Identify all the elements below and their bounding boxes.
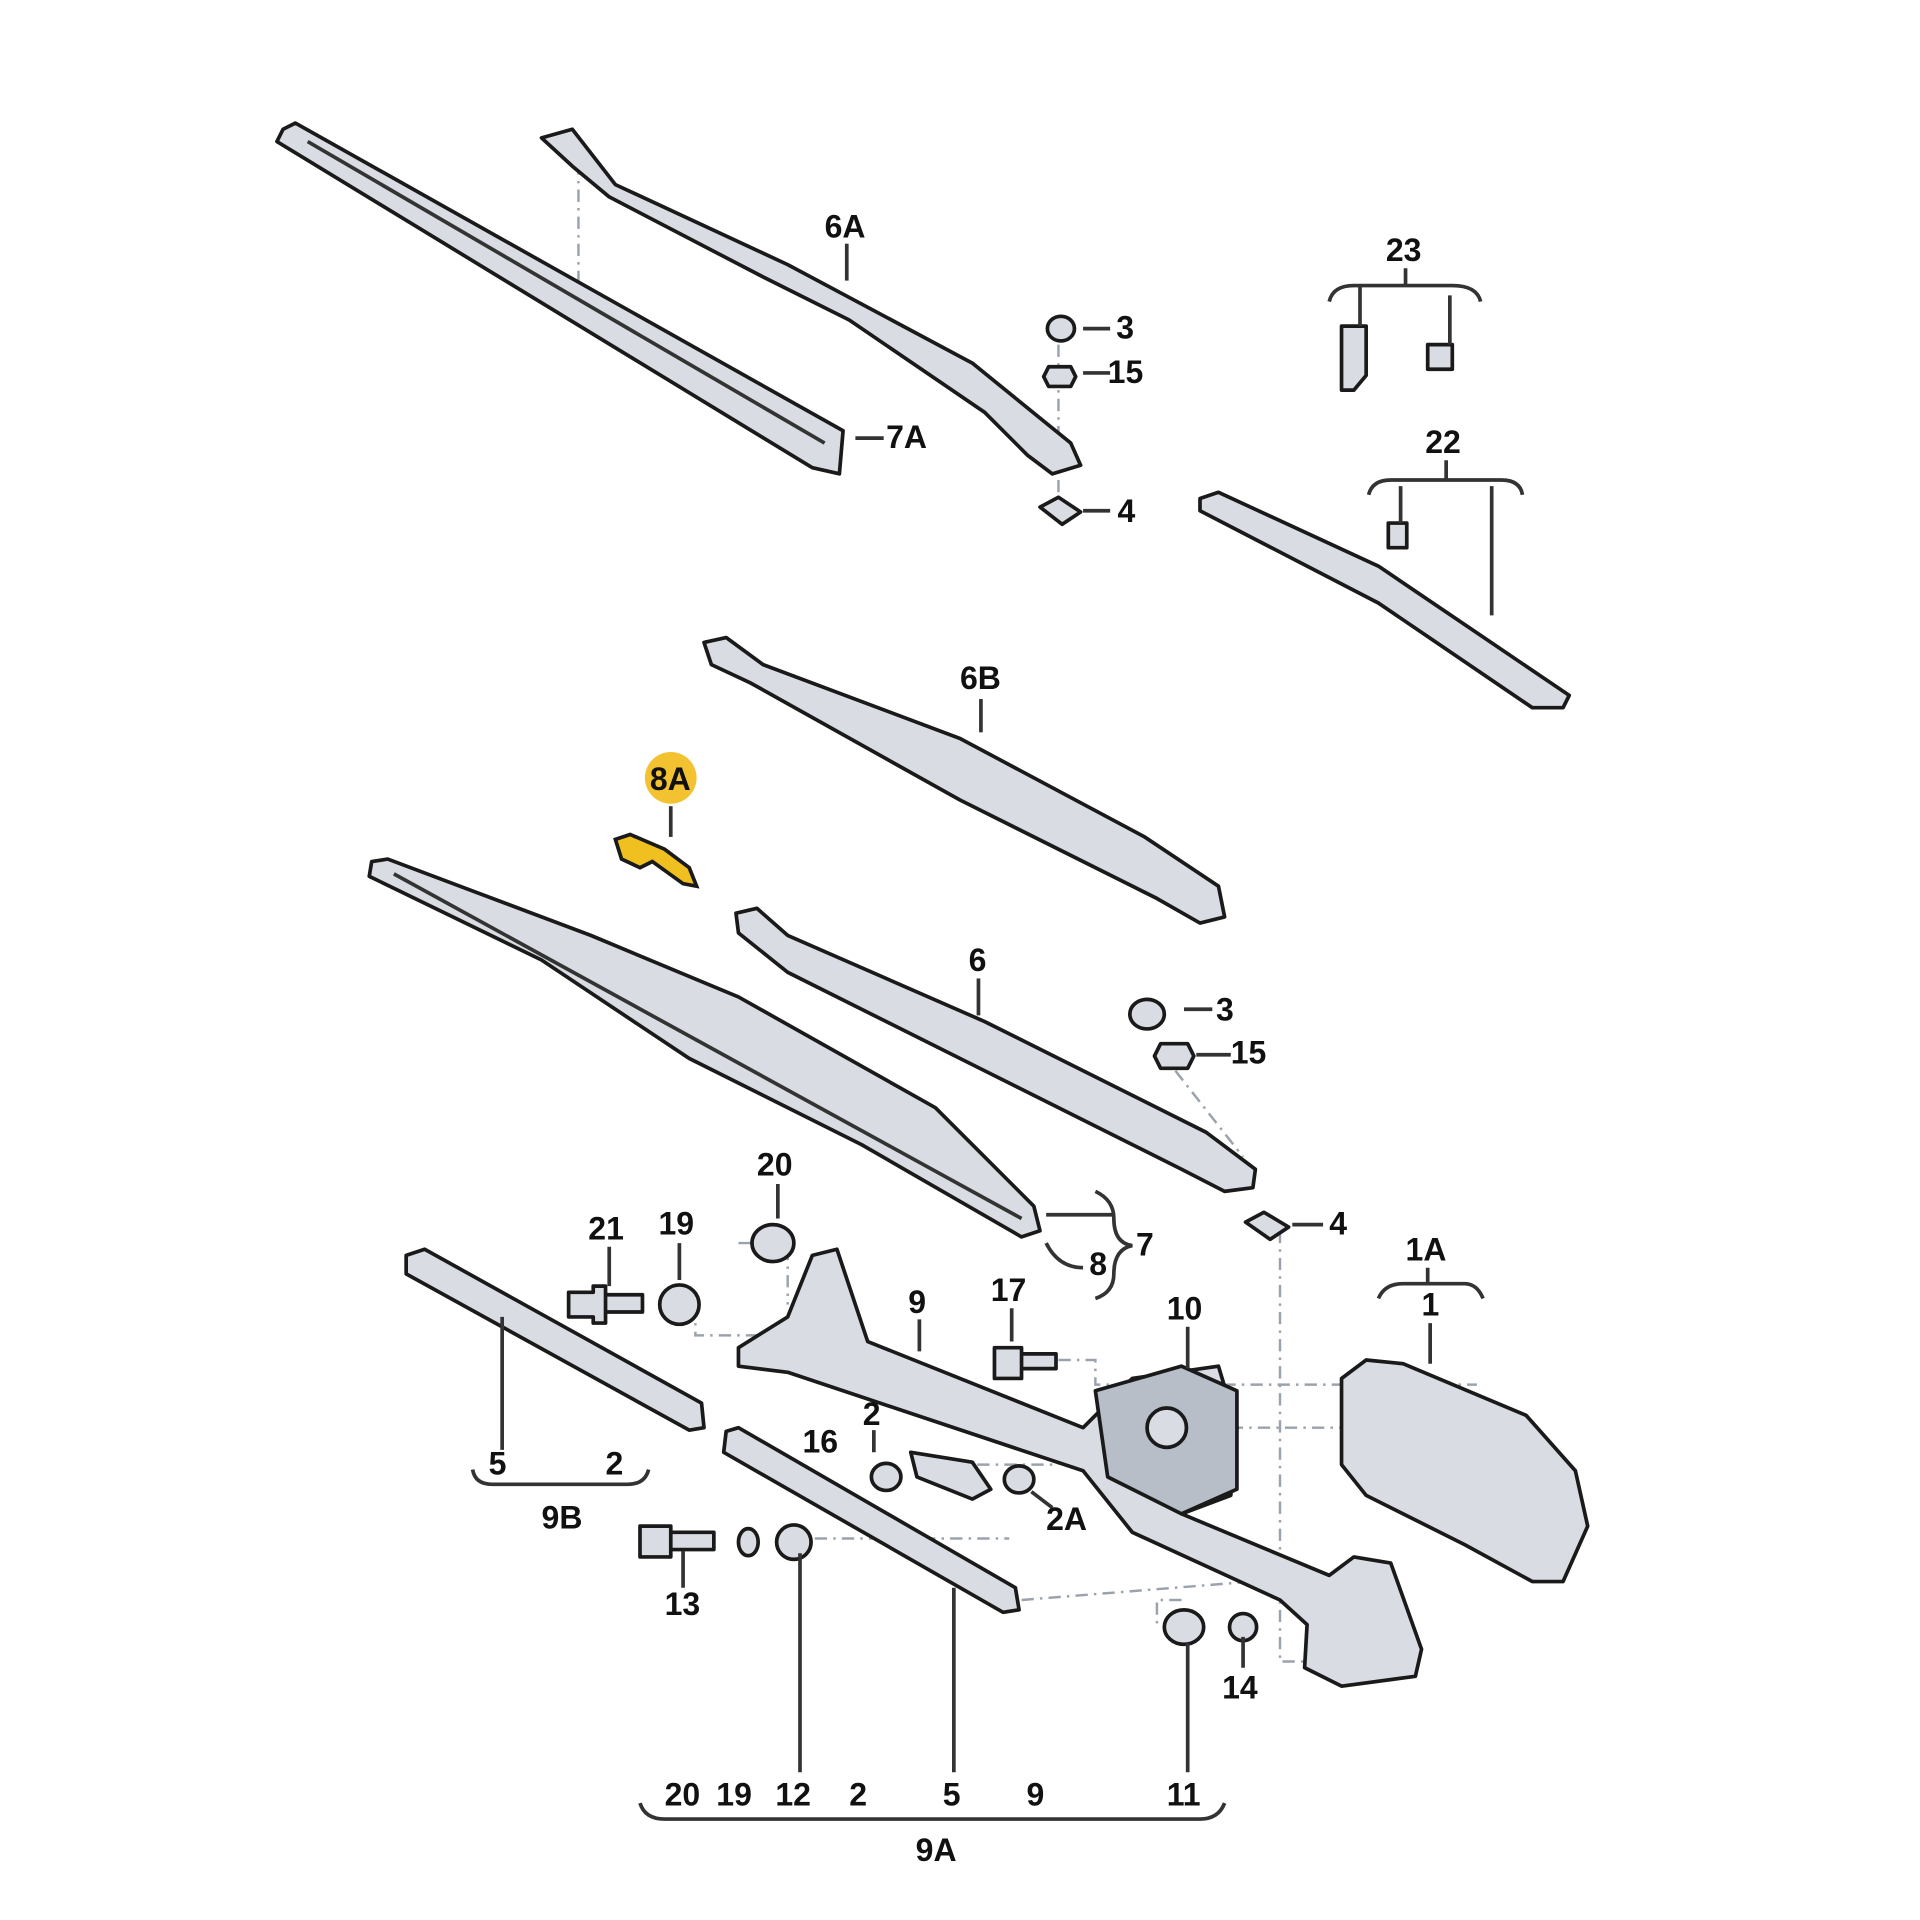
label-8[interactable]: 8 xyxy=(1089,1246,1107,1282)
washer-4-top xyxy=(1038,495,1083,527)
label-bottom-20[interactable]: 20 xyxy=(665,1777,701,1813)
label-bottom-2[interactable]: 2 xyxy=(849,1777,867,1813)
label-7[interactable]: 7 xyxy=(1136,1226,1154,1262)
clip-22 xyxy=(1386,521,1409,550)
label-2A[interactable]: 2A xyxy=(1046,1501,1087,1537)
washer xyxy=(736,1526,761,1558)
label-17[interactable]: 17 xyxy=(991,1272,1027,1308)
wiper-linkage-9 xyxy=(736,1247,1424,1688)
pin-2 xyxy=(908,1450,993,1501)
wiper-blade-7A xyxy=(275,121,845,476)
bushing-12 xyxy=(774,1523,813,1562)
nut-14 xyxy=(1227,1611,1259,1643)
part-labels: 6A 3 15 7A 4 23 22 6B 8A 6 3 15 4 20 21 … xyxy=(489,209,1461,1868)
clip-23a xyxy=(1339,324,1368,393)
label-1A[interactable]: 1A xyxy=(1406,1231,1447,1267)
label-8A[interactable]: 8A xyxy=(650,761,691,797)
label-9B[interactable]: 9B xyxy=(542,1500,583,1536)
label-14[interactable]: 14 xyxy=(1222,1669,1258,1705)
wiper-arm-6 xyxy=(734,906,1258,1194)
nut-16 xyxy=(869,1461,903,1493)
nut-15 xyxy=(1152,1041,1196,1071)
label-9A[interactable]: 9A xyxy=(916,1832,957,1868)
cowl-strip-22 xyxy=(1198,490,1572,710)
label-22[interactable]: 22 xyxy=(1425,424,1461,460)
label-23[interactable]: 23 xyxy=(1386,232,1422,268)
label-15-top[interactable]: 15 xyxy=(1108,354,1144,390)
nut-15-top xyxy=(1041,364,1078,389)
label-bottom-5[interactable]: 5 xyxy=(943,1777,961,1813)
bolt-17 xyxy=(992,1345,1058,1381)
label-6B[interactable]: 6B xyxy=(960,660,1001,696)
clip-8A xyxy=(613,832,700,889)
highlight-8A xyxy=(644,752,697,804)
leader-lines xyxy=(470,243,1525,1821)
label-1[interactable]: 1 xyxy=(1422,1287,1440,1323)
wiper-arm-6A xyxy=(539,127,1083,476)
bushing-11 xyxy=(1162,1608,1206,1647)
blade-8-rib xyxy=(392,872,1023,1221)
push-rod-9B xyxy=(404,1247,706,1432)
cap-3 xyxy=(1128,997,1167,1031)
label-2[interactable]: 2 xyxy=(863,1396,881,1432)
label-3[interactable]: 3 xyxy=(1216,991,1234,1027)
label-13[interactable]: 13 xyxy=(665,1586,701,1622)
bolt-21 xyxy=(566,1284,645,1325)
label-4[interactable]: 4 xyxy=(1329,1205,1347,1241)
label-4-top[interactable]: 4 xyxy=(1118,493,1136,529)
label-2-9B[interactable]: 2 xyxy=(606,1445,624,1481)
bushing-19 xyxy=(657,1283,701,1327)
bracket-hole xyxy=(1145,1406,1189,1450)
washer-4 xyxy=(1243,1210,1291,1242)
label-5[interactable]: 5 xyxy=(489,1445,507,1481)
label-3-top[interactable]: 3 xyxy=(1116,309,1134,345)
label-bottom-9[interactable]: 9 xyxy=(1026,1777,1044,1813)
label-9[interactable]: 9 xyxy=(908,1284,926,1320)
label-16[interactable]: 16 xyxy=(802,1423,838,1459)
label-19[interactable]: 19 xyxy=(658,1205,694,1241)
wiper-arm-6B xyxy=(702,635,1227,925)
bushing-20 xyxy=(750,1222,796,1264)
label-15[interactable]: 15 xyxy=(1231,1034,1267,1070)
cap-3-top xyxy=(1045,314,1077,343)
bolt-13 xyxy=(638,1524,716,1559)
wiper-motor-1 xyxy=(1339,1358,1590,1584)
blade-7A-rib xyxy=(306,139,826,445)
nut-2A xyxy=(1002,1464,1036,1495)
label-7A[interactable]: 7A xyxy=(886,419,927,455)
label-10[interactable]: 10 xyxy=(1167,1290,1203,1326)
clip-23b xyxy=(1425,342,1455,372)
label-20[interactable]: 20 xyxy=(757,1146,793,1182)
label-bottom-12[interactable]: 12 xyxy=(775,1777,811,1813)
label-bottom-19[interactable]: 19 xyxy=(716,1777,752,1813)
label-6A[interactable]: 6A xyxy=(825,209,866,245)
label-11[interactable]: 11 xyxy=(1167,1777,1201,1813)
label-6[interactable]: 6 xyxy=(969,942,987,978)
push-rod-9A xyxy=(721,1425,1021,1615)
label-21[interactable]: 21 xyxy=(588,1210,624,1246)
